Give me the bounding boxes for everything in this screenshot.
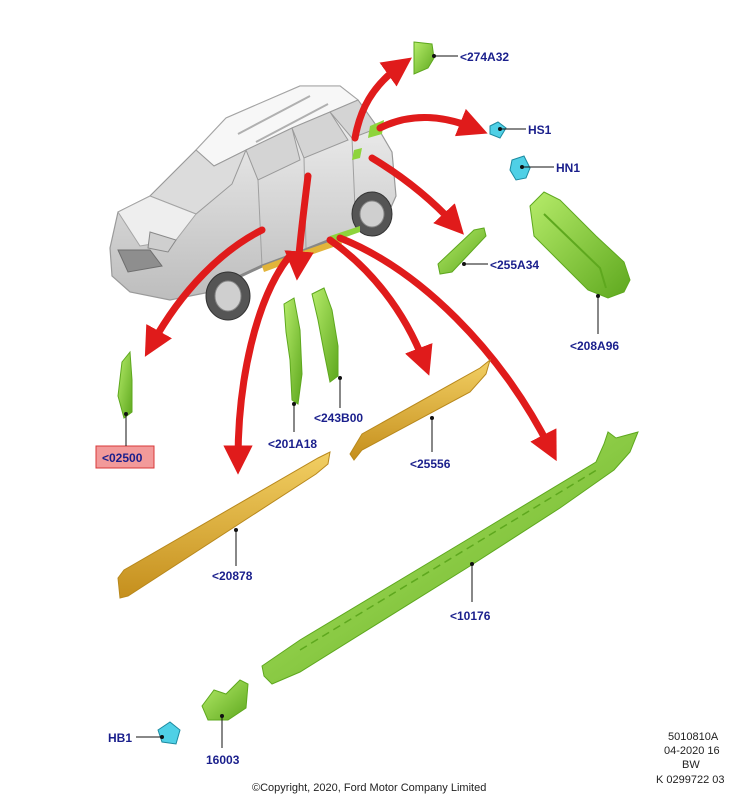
part-255A34[interactable] [437,227,487,275]
part-243B00[interactable] [311,287,339,383]
highlight-02500 [95,445,155,469]
label-10176: <10176 [450,609,491,623]
arrow-to-02500 [144,226,266,357]
label-25556: <25556 [410,457,451,471]
label-243B00: <243B00 [314,411,363,425]
arrow-to-255A34 [368,154,464,235]
k-code: K 0299722 03 [656,774,725,786]
arrow-to-hs1 [376,108,488,137]
part-10176[interactable] [261,431,639,685]
bw-code: BW [682,759,700,771]
label-274A32: <274A32 [460,50,509,64]
label-16003: 16003 [206,753,240,767]
label-201A18: <201A18 [268,437,317,451]
clip-hs1[interactable] [489,121,507,139]
label-208A96: <208A96 [570,339,619,353]
clip-hb1[interactable] [157,721,181,745]
label-255A34: <255A34 [490,258,539,272]
arrow-to-20878 [223,254,292,475]
label-20878: <20878 [212,569,253,583]
part-25556[interactable] [349,358,491,461]
ref-code: 5010810A [668,731,719,743]
arrow-to-201A18 [284,172,314,281]
copyright: ©Copyright, 2020, Ford Motor Company Lim… [252,782,486,794]
part-20878[interactable] [117,451,331,599]
part-02500[interactable] [117,350,133,419]
label-hb1: HB1 [108,731,132,745]
label-hs1: HS1 [528,123,552,137]
label-02500: <02500 [102,451,143,465]
arrow-to-274A32 [351,57,412,142]
part-201A18[interactable] [283,297,303,405]
front-wheel [205,271,251,321]
arrow-to-10176 [336,234,557,462]
callouts: <274A32 HS1 HN1 <255A34 <208A96 <243B00 … [95,50,619,767]
rear-wheel [351,191,393,237]
part-16003[interactable] [201,679,249,721]
label-hn1: HN1 [556,161,580,175]
arrow-to-25556 [326,236,433,376]
date-code: 04-2020 16 [664,745,720,757]
part-274A32[interactable] [413,41,435,75]
part-208A96[interactable] [529,191,631,299]
drawing-metadata: 5010810A 04-2020 16 BW K 0299722 03 ©Cop… [252,731,725,794]
vehicle-illustration [109,85,397,321]
clip-hn1[interactable] [509,155,531,181]
indicator-arrows [144,57,557,475]
